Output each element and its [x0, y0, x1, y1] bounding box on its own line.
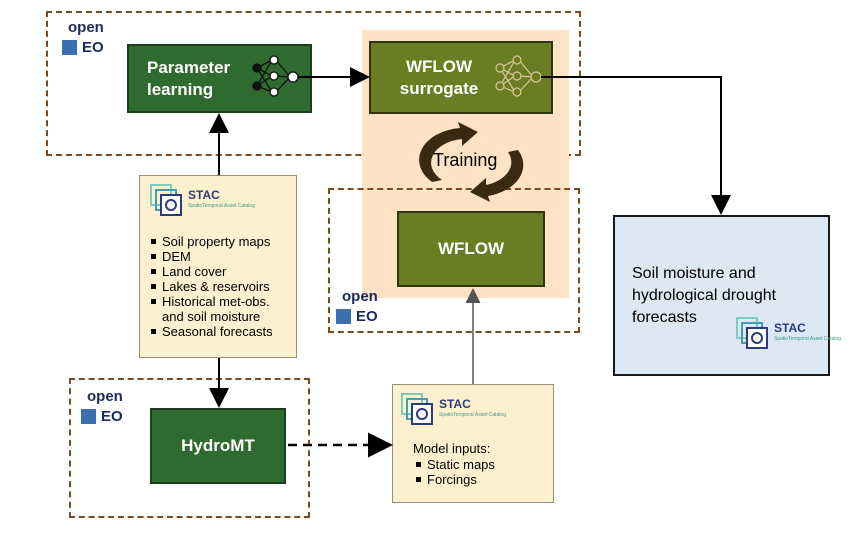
parameter-learning-box[interactable]: Parameter learning: [127, 44, 312, 113]
wflow-surrogate-label: WFLOW surrogate: [399, 56, 479, 98]
wflow-label: WFLOW: [437, 239, 505, 258]
stac-catalog-icon: [736, 317, 768, 349]
openeo-group-wflow: [328, 188, 580, 333]
model-inputs-list: Static maps Forcings: [413, 457, 549, 487]
neural-network-icon: [495, 55, 542, 97]
hydromt-label: HydroMT: [181, 436, 255, 455]
list-item: Historical met-obs. and soil moisture: [148, 294, 292, 324]
openeo-mark-icon: [81, 409, 96, 424]
arrow-surrogate-to-forecast: [541, 76, 731, 215]
wflow-box[interactable]: WFLOW: [397, 211, 545, 287]
training-label: Training: [433, 150, 498, 170]
data-sources-list: Soil property maps DEM Land cover Lakes …: [148, 234, 292, 339]
list-item: Forcings: [413, 472, 549, 487]
list-item: DEM: [148, 249, 292, 264]
openeo-mark-icon: [336, 309, 351, 324]
openeo-group-hydromt: [69, 378, 310, 518]
neural-network-icon: [252, 55, 299, 97]
stac-catalog-icon: [150, 184, 182, 216]
list-item: Seasonal forecasts: [148, 324, 292, 339]
forecast-output-box[interactable]: Soil moisture and hydrological drought f…: [613, 215, 830, 376]
list-item: Static maps: [413, 457, 549, 472]
list-item: Lakes & reservoirs: [148, 279, 292, 294]
stac-catalog-icon: [401, 393, 433, 425]
list-item: Soil property maps: [148, 234, 292, 249]
forecast-text: Soil moisture and hydrological drought f…: [632, 265, 777, 326]
hydromt-box[interactable]: HydroMT: [150, 408, 286, 484]
list-item: Land cover: [148, 264, 292, 279]
wflow-surrogate-box[interactable]: WFLOW surrogate: [369, 41, 553, 114]
openeo-group-top: [46, 11, 581, 156]
training-cycle-icon: [419, 122, 524, 202]
model-inputs-heading: Model inputs:: [413, 441, 491, 456]
openeo-mark-icon: [62, 40, 77, 55]
parameter-learning-label: Parameter learning: [147, 57, 231, 99]
